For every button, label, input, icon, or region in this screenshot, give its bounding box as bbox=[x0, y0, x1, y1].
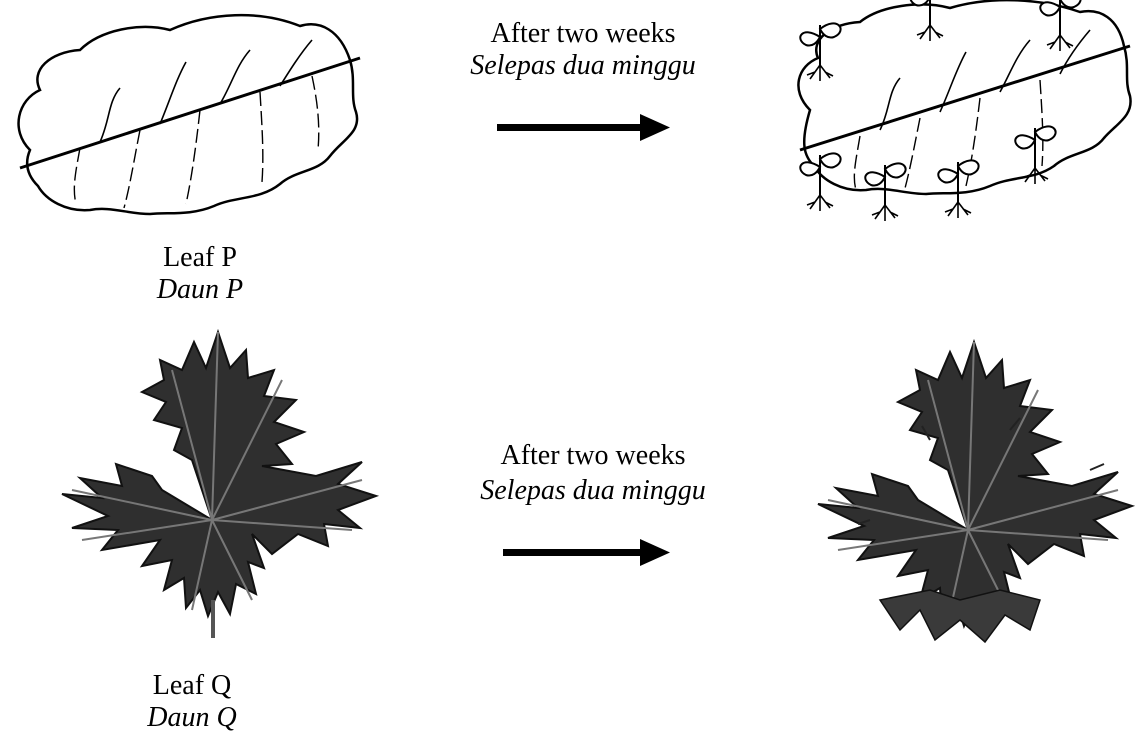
leaf-p-drawing bbox=[19, 15, 360, 214]
arrow-row-p bbox=[497, 114, 670, 141]
arrow-row-q bbox=[503, 539, 670, 566]
caption-malay-row-p: Selepas dua minggu bbox=[443, 50, 723, 82]
caption-malay-row-q: Selepas dua minggu bbox=[453, 475, 733, 507]
leaf-q-label: Leaf Q bbox=[112, 670, 272, 702]
leaf-q-drawing bbox=[62, 332, 376, 638]
caption-row-p: After two weeks bbox=[443, 18, 723, 50]
leaf-q-after-drawing bbox=[818, 342, 1132, 642]
leaf-p-label: Leaf P bbox=[120, 242, 280, 274]
caption-row-q: After two weeks bbox=[453, 440, 733, 472]
leaf-p-label-malay: Daun P bbox=[120, 274, 280, 306]
leaf-q-label-malay: Daun Q bbox=[112, 702, 272, 734]
leaf-p-after-drawing bbox=[798, 0, 1130, 221]
